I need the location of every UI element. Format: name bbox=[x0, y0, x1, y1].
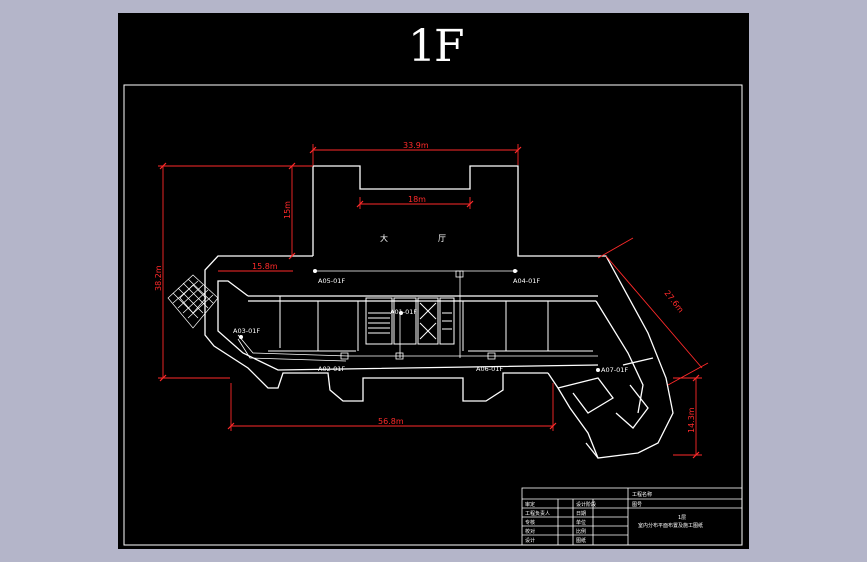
right-wing-partition bbox=[622, 357, 654, 366]
tb-row-4-a: 校对 bbox=[525, 528, 535, 535]
tb-row-1-b: 设计阶段 bbox=[576, 501, 596, 508]
tb-project-label: 工程名称 bbox=[632, 491, 652, 498]
dim-right-height: 14.3m bbox=[687, 407, 696, 433]
frame-border bbox=[123, 84, 743, 546]
tb-sub-label: 图号 bbox=[632, 502, 642, 508]
tb-row-3-a: 专核 bbox=[525, 519, 535, 526]
tb-row-3-b: 单位 bbox=[576, 519, 586, 526]
ap-label-a07: A07-01F bbox=[601, 366, 628, 374]
drawing-sheet: 1F bbox=[118, 13, 749, 549]
tb-row-5-a: 设计 bbox=[525, 537, 535, 544]
left-wing-inner bbox=[217, 280, 599, 371]
title-block bbox=[521, 487, 743, 546]
dim-notch-width: 18m bbox=[408, 195, 426, 204]
right-wing-partition-2 bbox=[615, 384, 649, 429]
ap-label-a04: A04-01F bbox=[513, 277, 540, 285]
tb-row-5-b: 图纸 bbox=[576, 537, 586, 544]
ap-label-a02: A02-01F bbox=[318, 365, 345, 373]
tb-drawing-name: 室内分布平面布置及施工图纸 bbox=[638, 522, 703, 529]
hall-label-2: 厅 bbox=[438, 234, 446, 243]
dim-top-width: 33.9m bbox=[403, 141, 429, 150]
cable-routes bbox=[237, 270, 598, 362]
tb-row-4-b: 比例 bbox=[576, 528, 586, 535]
tb-row-2-a: 工程负责人 bbox=[525, 510, 550, 517]
dim-vertical-left: 15m bbox=[283, 201, 292, 219]
left-wing-outline bbox=[204, 255, 548, 402]
dimension-ticks bbox=[159, 146, 700, 459]
hall-outline bbox=[312, 165, 598, 257]
dim-left-height: 38.2m bbox=[154, 265, 163, 291]
dimension-lines bbox=[158, 144, 709, 456]
hatched-feature bbox=[167, 274, 219, 329]
access-point-markers bbox=[239, 269, 600, 372]
hall-label-1: 大 bbox=[380, 233, 388, 243]
ap-label-a05: A05-01F bbox=[318, 277, 345, 285]
ap-label-a01: A01-01F bbox=[390, 308, 417, 316]
core-block bbox=[365, 297, 455, 345]
right-wing-outline bbox=[547, 255, 674, 459]
dim-bottom-width: 56.8m bbox=[378, 417, 404, 426]
dim-corridor-left: 15.8m bbox=[252, 262, 278, 271]
corridor-rooms bbox=[268, 296, 593, 352]
right-wing-inner bbox=[595, 300, 644, 414]
right-wing-rooms bbox=[557, 377, 614, 414]
dim-diagonal-right: 27.6m bbox=[662, 289, 685, 315]
floor-plan-drawing: 33.9m 18m 15m 38.2m 15.8m 56.8m 27.6m 14… bbox=[123, 84, 743, 546]
tb-row-2-b: 日期 bbox=[576, 511, 586, 517]
building-outline bbox=[204, 165, 674, 459]
tb-row-1-a: 审定 bbox=[525, 501, 535, 508]
ap-label-a03: A03-01F bbox=[233, 327, 260, 335]
ap-label-a06: A06-01F bbox=[476, 365, 503, 373]
right-wing-corner bbox=[585, 442, 599, 459]
tb-floor: 1层 bbox=[678, 515, 686, 521]
floor-title: 1F bbox=[408, 21, 465, 72]
